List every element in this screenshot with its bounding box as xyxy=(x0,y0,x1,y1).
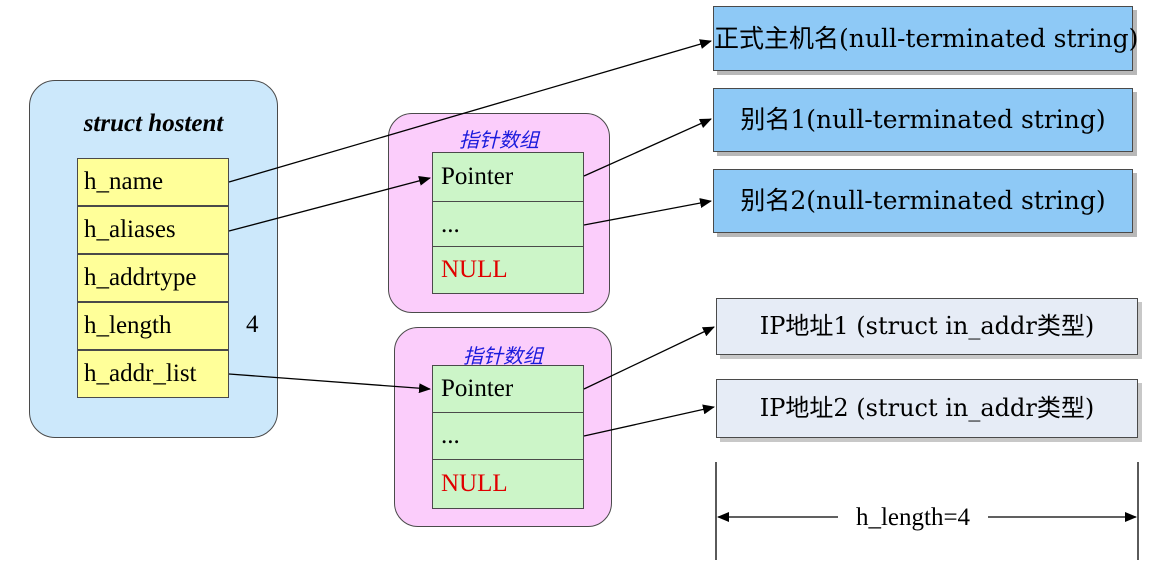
arrow-h-aliases-to-array xyxy=(228,175,431,232)
arrow-pointer-to-ip1 xyxy=(583,326,715,390)
alias1-box: 别名1(null-terminated string) xyxy=(713,88,1133,152)
array-bottom-cell-pointer: Pointer xyxy=(432,365,584,413)
field-h-name: h_name xyxy=(77,158,229,206)
h-length-value: 4 xyxy=(246,311,259,338)
arrow-h-name-to-official-name xyxy=(228,39,712,183)
alias2-box: 别名2(null-terminated string) xyxy=(713,169,1133,233)
ip-address2-box: IP地址2 (struct in_addr类型) xyxy=(716,379,1138,438)
arrow-pointer-to-alias1 xyxy=(583,118,712,177)
pointer-array-bottom-title: 指针数组 xyxy=(463,344,543,368)
ip-address1-box: IP地址1 (struct in_addr类型) xyxy=(716,298,1138,355)
field-h-aliases: h_aliases xyxy=(77,206,229,254)
official-name-box: 正式主机名(null-terminated string) xyxy=(713,6,1138,71)
array-bottom-cell-null: NULL xyxy=(432,459,584,509)
arrow-h-addr-list-to-array xyxy=(228,373,431,394)
field-h-addr-list: h_addr_list xyxy=(77,350,229,398)
array-top-cell-pointer: Pointer xyxy=(432,152,584,202)
arrow-ellipsis-to-alias2 xyxy=(583,198,712,226)
arrow-ellipsis-to-ip2 xyxy=(583,404,715,437)
h-length-dimension-label: h_length=4 xyxy=(838,503,988,533)
pointer-array-top-title: 指针数组 xyxy=(459,128,539,152)
field-h-length: h_length xyxy=(77,302,229,350)
array-top-cell-null: NULL xyxy=(432,246,584,294)
struct-hostent-title: struct hostent xyxy=(83,110,224,137)
field-h-addrtype: h_addrtype xyxy=(77,254,229,302)
